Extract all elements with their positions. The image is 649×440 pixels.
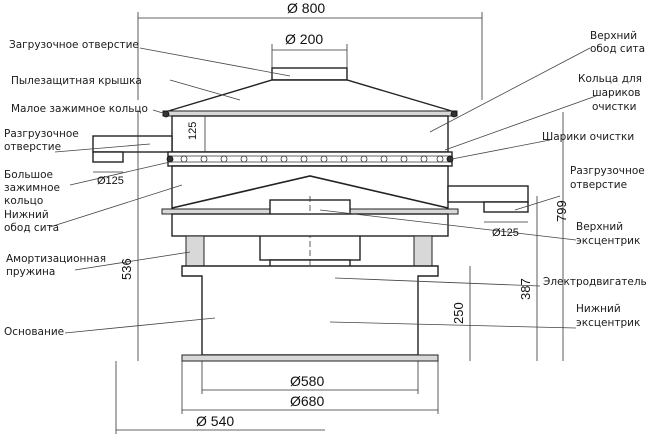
spring-left <box>185 235 205 267</box>
machine-body <box>92 67 529 362</box>
outlet-right <box>447 185 529 203</box>
dim-d200: Ø 200 <box>285 31 323 47</box>
dimension-texts: Ø 800 Ø 200 125 Ø125 Ø125 799 536 387 25… <box>97 0 569 429</box>
label-discharge-right-2: отверстие <box>570 179 627 191</box>
label-lower-ecc-1: Нижний <box>576 303 621 315</box>
label-discharge-left-1: Разгрузочное <box>4 128 79 140</box>
outlet-left <box>92 135 173 153</box>
vibration-plate <box>171 213 449 237</box>
dim-h125: 125 <box>187 122 199 140</box>
clamp-bolt-right <box>450 110 458 118</box>
spring-right <box>413 235 433 267</box>
dim-d125-right: Ø125 <box>492 227 519 239</box>
label-discharge-right-1: Разгрузочное <box>570 165 645 177</box>
dim-d580: Ø580 <box>290 373 324 389</box>
label-small-clamp-ring: Малое зажимное кольцо <box>11 103 148 115</box>
label-upper-rim-1: Верхний <box>590 30 637 42</box>
label-upper-ecc-1: Верхний <box>576 221 623 233</box>
label-cleaning-balls: Шарики очистки <box>542 131 634 143</box>
dim-d540: Ø 540 <box>196 413 234 429</box>
dim-d680: Ø680 <box>290 393 324 409</box>
outlet-left-spout <box>92 151 124 163</box>
dim-d125-left: Ø125 <box>97 175 124 187</box>
leader-lines <box>49 47 597 334</box>
dim-h387: 387 <box>518 278 533 300</box>
label-spring-2: пружина <box>6 266 55 278</box>
upper-sieve-frame <box>171 115 449 153</box>
base-foot <box>181 354 439 362</box>
dim-h536: 536 <box>119 258 134 280</box>
label-motor: Электродвигатель <box>543 276 647 288</box>
base <box>181 265 439 356</box>
label-big-clamp-3: кольцо <box>4 195 43 207</box>
label-discharge-left-2: отверстие <box>4 141 61 153</box>
labels-right: Верхний обод сита Кольца для шариков очи… <box>542 30 647 329</box>
dim-d800: Ø 800 <box>287 0 325 16</box>
outlet-right-spout <box>483 201 529 213</box>
label-big-clamp-1: Большое <box>4 169 53 181</box>
label-upper-ecc-2: эксцентрик <box>576 235 640 247</box>
label-ball-rings-1: Кольца для <box>578 73 642 85</box>
label-big-clamp-2: зажимное <box>4 182 60 194</box>
dim-h799: 799 <box>554 200 569 222</box>
labels-left: Загрузочное отверстие Пылезащитная крышк… <box>4 39 148 338</box>
label-loading-opening: Загрузочное отверстие <box>9 39 139 51</box>
label-spring-1: Амортизационная <box>6 253 106 265</box>
big-clamp-bolt-left <box>166 155 174 163</box>
label-ball-rings-3: очистки <box>592 101 637 113</box>
label-base: Основание <box>4 326 64 338</box>
ball-tray <box>167 151 453 167</box>
label-lower-rim-1: Нижний <box>4 209 49 221</box>
dim-h250: 250 <box>451 302 466 324</box>
dust-cover <box>164 79 456 113</box>
dimension-lines <box>93 12 564 434</box>
label-lower-rim-2: обод сита <box>4 222 59 234</box>
label-dust-cover: Пылезащитная крышка <box>11 75 142 87</box>
inlet-pipe <box>271 67 348 81</box>
small-clamp-ring <box>162 110 458 117</box>
label-ball-rings-2: шариков <box>592 87 641 99</box>
cleaning-balls <box>180 155 444 163</box>
label-upper-rim-2: обод сита <box>590 43 645 55</box>
label-lower-ecc-2: эксцентрик <box>576 317 640 329</box>
